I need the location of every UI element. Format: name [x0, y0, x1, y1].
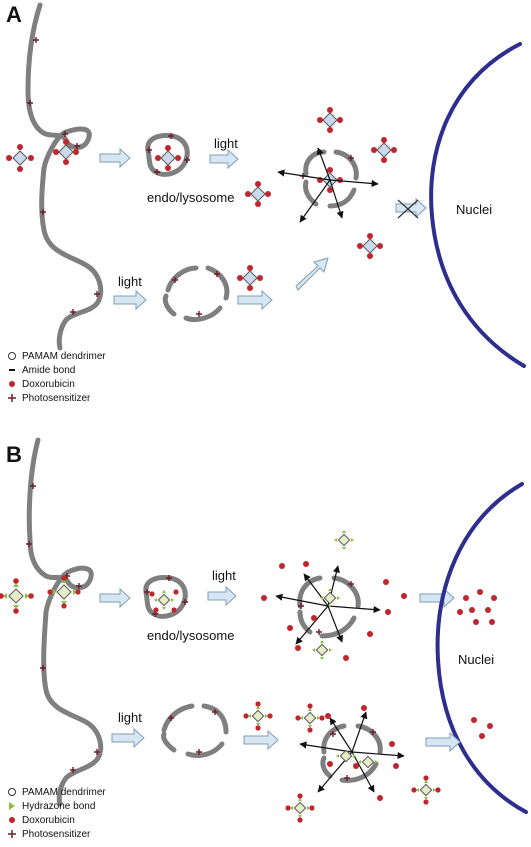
legend-b: PAMAM dendrimer Hydrazone bond Doxorubic…: [8, 787, 106, 840]
released-complexes-a: [245, 107, 397, 259]
flow-arrow-a1: [99, 147, 131, 169]
ruptured-endosome-b-lower: [161, 703, 229, 759]
legend-a-item-3: Photosensitizer: [22, 393, 91, 404]
endosome-b-upper: [143, 575, 188, 619]
legend-dendrimer-icon: [8, 352, 16, 360]
ruptured-endosome-a-lower: [162, 265, 230, 323]
dendrimer-hydrazone-complex-b-in-pit: [47, 575, 81, 609]
panel-a: A: [6, 2, 526, 404]
legend-b-item-3: Photosensitizer: [22, 829, 91, 840]
legend-b-item-1: Hydrazone bond: [22, 801, 95, 812]
ruptured-endosome-b-upper: [275, 565, 381, 645]
cell-membrane-b: [26, 437, 104, 807]
endo-lysosome-label-b: endo/lysosome: [147, 628, 234, 643]
ruptured-endosome-b-lower-right: [299, 705, 405, 801]
cell-membrane-a: [25, 2, 104, 351]
light-label-a-upper: light: [214, 136, 238, 151]
legend-a-item-2: Doxorubicin: [22, 379, 75, 390]
endo-lysosome-label-a: endo/lysosome: [147, 190, 234, 205]
photosensitizer-marks-b: [26, 483, 100, 773]
legend-b-item-2: Doxorubicin: [22, 815, 75, 826]
legend-photosensitizer-icon-b: [8, 830, 16, 838]
endosome-a-upper: [145, 133, 190, 177]
panel-a-letter: A: [6, 2, 22, 27]
photosensitizer-marks-a: [27, 37, 100, 315]
flow-arrow-a5: [295, 257, 329, 291]
nuclei-label-a: Nuclei: [456, 202, 492, 217]
flow-arrow-b6: [425, 731, 461, 753]
panel-b: B: [0, 437, 528, 840]
dendrimer-dox-complex-a-in-pit: [53, 139, 79, 165]
dendrimer-hydrazone-complex-b-outside: [0, 578, 34, 614]
doxorubicin-in-nucleus-lower: [471, 717, 493, 739]
hydrazone-complexes-b-lower: [243, 701, 441, 823]
released-items-b-upper: [261, 530, 407, 661]
nuclei-label-b: Nuclei: [458, 652, 494, 667]
light-label-b-upper: light: [212, 568, 236, 583]
flow-arrow-a2: [209, 148, 239, 170]
doxorubicin-in-nucleus-upper: [457, 589, 497, 625]
legend-a-item-1: Amide bond: [22, 365, 75, 376]
legend-doxorubicin-icon-b: [9, 817, 15, 823]
flow-arrow-b5: [243, 729, 279, 751]
legend-b-item-0: PAMAM dendrimer: [22, 787, 106, 798]
flow-arrow-b3: [419, 587, 455, 609]
flow-arrow-b1: [99, 587, 131, 609]
nucleus-a: [429, 42, 526, 368]
flow-arrow-b4: [111, 727, 145, 749]
dendrimer-dox-complex-a-lower: [237, 265, 263, 291]
legend-a: PAMAM dendrimer Amide bond Doxorubicin P…: [8, 351, 106, 404]
light-label-a-lower: light: [118, 274, 142, 289]
legend-photosensitizer-icon: [8, 394, 16, 402]
legend-dendrimer-icon-b: [8, 788, 16, 796]
legend-a-item-0: PAMAM dendrimer: [22, 351, 106, 362]
flow-arrow-a4: [237, 289, 273, 311]
flow-arrow-a3: [113, 289, 147, 311]
light-label-b-lower: light: [118, 710, 142, 725]
flow-arrow-b2: [207, 585, 237, 607]
legend-hydrazone-icon: [9, 802, 15, 810]
nucleus-b: [435, 482, 528, 814]
panel-b-letter: B: [6, 442, 22, 467]
ruptured-endosome-a-upper: [277, 147, 379, 223]
blocked-arrow-a: [395, 197, 427, 219]
dendrimer-dox-complex-a-outside: [6, 144, 34, 172]
legend-doxorubicin-icon: [9, 381, 15, 387]
